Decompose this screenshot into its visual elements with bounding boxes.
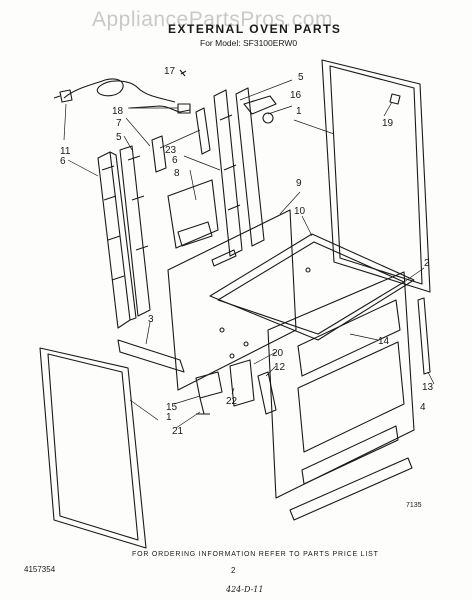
switch-part [257,371,277,415]
screw-17-part [179,69,187,77]
callout-labels: 5 17 16 1 18 7 5 19 11 23 6 6 8 9 10 2 3… [60,66,434,437]
cooktop-part [209,233,415,341]
leader-lines [63,79,435,429]
callout-1b: 1 [166,412,172,423]
right-side-panel-part [321,59,431,293]
power-cord-part [53,78,176,103]
callout-18: 18 [112,106,124,117]
handwritten-mark: 424-D-11 [226,585,264,594]
callout-2: 2 [424,258,430,269]
callout-11: 11 [60,146,71,157]
knob-16-part [262,112,274,124]
side-strip-part [417,297,431,375]
callout-8: 8 [174,168,180,179]
callout-19: 19 [382,118,394,129]
callout-1: 1 [296,106,302,117]
callout-3: 3 [148,314,154,325]
connector-part [177,103,191,114]
callout-15: 15 [166,402,178,413]
callout-4: 4 [420,402,426,413]
leveling-leg-part [196,397,210,415]
left-front-frame-part [119,145,151,317]
page-title: EXTERNAL OVEN PARTS [168,22,342,36]
right-frame-part [213,87,265,257]
trim-16-part [243,95,277,115]
callout-14: 14 [378,336,390,347]
callout-23: 23 [165,145,177,156]
callout-5b: 5 [116,132,122,143]
front-frame-part [267,271,415,499]
document-number: 4157354 [24,565,56,574]
vent-duct-part [167,179,219,249]
rear-bracket-part [151,135,167,173]
back-panel-part [167,209,297,391]
toe-kick-part [289,457,413,521]
callout-17: 17 [164,66,176,77]
figure-code: 7135 [406,502,422,509]
callout-22: 22 [226,396,238,407]
left-side-outer-panel-part [39,347,147,549]
callout-6: 6 [172,155,178,166]
model-subtitle: For Model: SF3100ERW0 [200,38,298,48]
callout-20: 20 [272,348,284,359]
bottom-bracket-part [117,339,185,373]
callout-5: 5 [298,72,304,83]
callout-7: 7 [116,118,122,129]
callout-10: 10 [294,206,306,217]
watermark: AppliancePartsPros.com [92,8,333,31]
callout-13: 13 [422,382,434,393]
callout-16: 16 [290,90,302,101]
callout-21: 21 [172,426,184,437]
callout-12: 12 [274,362,286,373]
wire-harness-part [129,105,191,113]
leveling-bracket-part [195,371,223,399]
callout-9: 9 [296,178,302,189]
callout-6b: 6 [60,156,66,167]
left-side-panel-part [97,151,137,329]
center-bracket-part [195,107,211,155]
page-number: 2 [231,566,236,575]
footer-note: FOR ORDERING INFORMATION REFER TO PARTS … [132,551,379,558]
